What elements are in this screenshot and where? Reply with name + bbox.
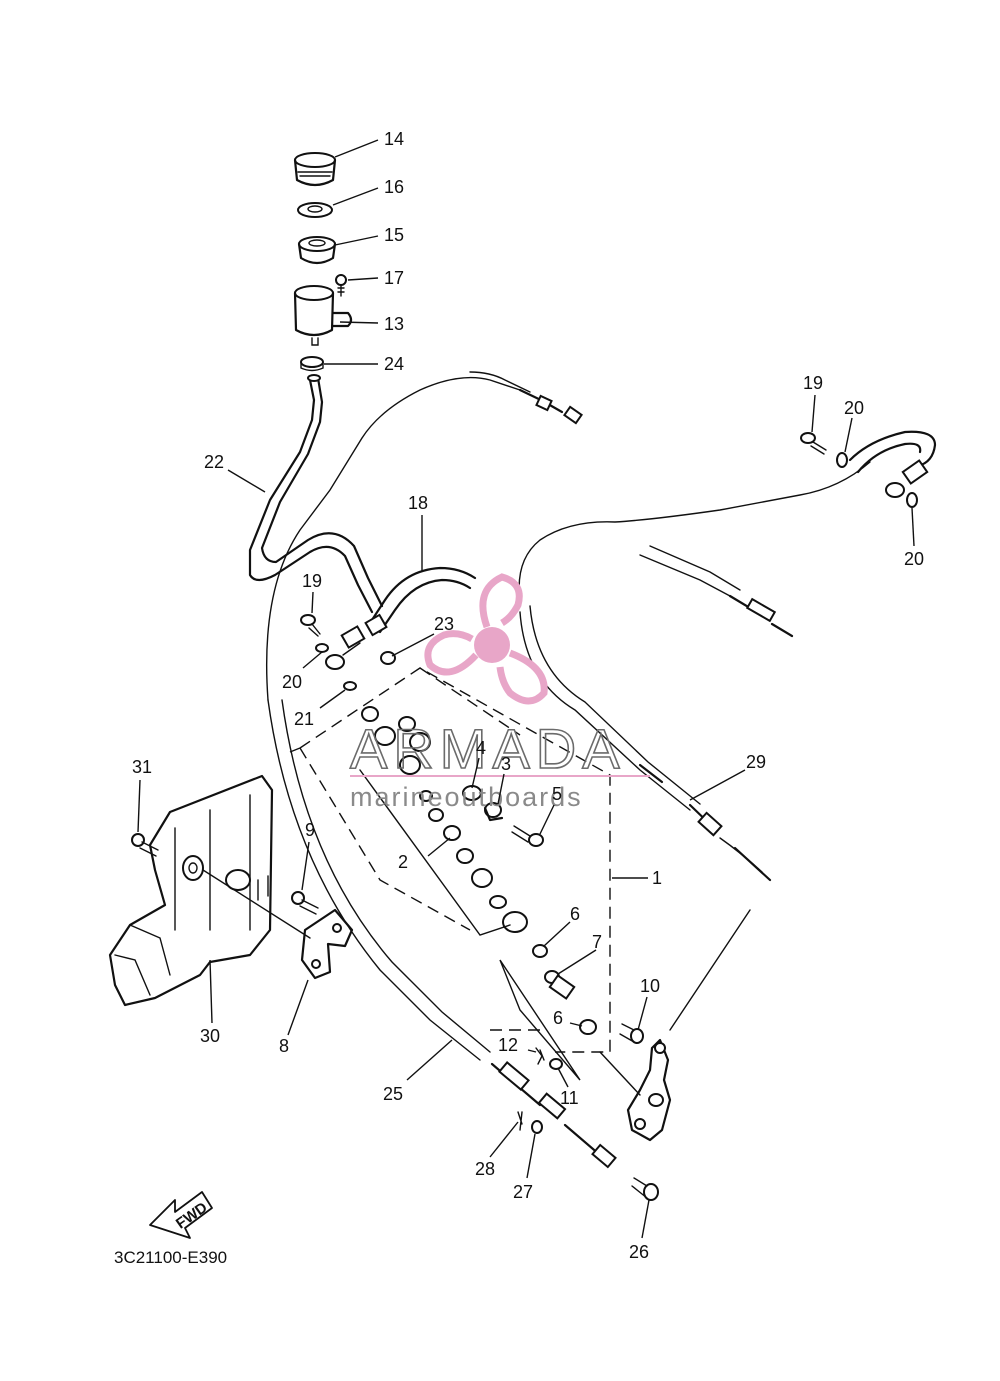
union-bolt-19b: [800, 432, 827, 455]
bolt-5: [511, 825, 544, 847]
callout-20a: 20: [282, 672, 302, 692]
clevis-pin-26: [631, 1177, 659, 1201]
callout-20c: 20: [904, 549, 924, 569]
cable-top: [265, 376, 521, 701]
copper-washer-20c: [906, 492, 918, 508]
callout-30: 30: [200, 1026, 220, 1046]
callout-6b: 6: [553, 1008, 563, 1028]
brake-lever-arm: [626, 1038, 672, 1142]
callout-15: 15: [384, 225, 404, 245]
reservoir-diaphragm: [297, 236, 337, 265]
piston-kit: [359, 706, 528, 936]
callout-26: 26: [629, 1242, 649, 1262]
reservoir-screw: [335, 274, 347, 297]
propeller-logo-icon: [424, 573, 548, 705]
callout-19b: 19: [803, 373, 823, 393]
cotter-pin-28: [517, 1111, 523, 1131]
callout-13: 13: [384, 314, 404, 334]
callout-10: 10: [640, 976, 660, 996]
plate-8: [300, 908, 354, 980]
reservoir-diaphragm-plate: [297, 202, 333, 218]
reservoir-tank: [293, 285, 353, 346]
nut-6a: [532, 944, 548, 958]
callout-18: 18: [408, 493, 428, 513]
callout-4: 4: [476, 738, 486, 758]
bolt-31: [131, 833, 159, 857]
piston-3: [483, 802, 504, 822]
watermark-subtitle: marineoutboards: [350, 782, 583, 812]
hose-clamp: [300, 356, 324, 372]
washer-27: [531, 1120, 543, 1134]
nut-6b: [579, 1019, 597, 1035]
washer-11: [549, 1058, 563, 1070]
callout-7: 7: [592, 932, 602, 952]
fwd-arrow-icon: FWD: [149, 1191, 213, 1239]
cable-25: [267, 699, 481, 1061]
copper-washer-20a: [315, 643, 329, 653]
callout-2: 2: [398, 852, 408, 872]
cotter-pin-12: [535, 1047, 545, 1065]
pin-10: [619, 1023, 644, 1044]
diagram-code: 3C21100-E390: [114, 1248, 227, 1267]
reservoir-cap: [293, 152, 337, 187]
master-cylinder-hose-fitting: [380, 651, 396, 665]
callout-29: 29: [746, 752, 766, 772]
guard-bracket-30: [108, 774, 311, 1007]
cable-29: [518, 461, 871, 601]
callout-23: 23: [434, 614, 454, 634]
reservoir-hose: [248, 378, 374, 614]
callout-5: 5: [552, 784, 562, 804]
callout-27: 27: [513, 1182, 533, 1202]
callout-9: 9: [305, 820, 315, 840]
brake-hose-right: [848, 430, 937, 468]
brake-hose-upper: [325, 566, 477, 670]
callout-24: 24: [384, 354, 404, 374]
callout-8: 8: [279, 1036, 289, 1056]
callout-31: 31: [132, 757, 152, 777]
callout-6a: 6: [570, 904, 580, 924]
callout-20b: 20: [844, 398, 864, 418]
callout-21: 21: [294, 709, 314, 729]
clevis-7: [544, 970, 576, 1000]
union-bolt-19a: [300, 614, 321, 637]
callout-12: 12: [498, 1035, 518, 1055]
callout-28: 28: [475, 1159, 495, 1179]
callout-3: 3: [501, 754, 511, 774]
callout-16: 16: [384, 177, 404, 197]
circlip-21: [343, 681, 357, 691]
callout-19a: 19: [302, 571, 322, 591]
callout-labels: 14 16 15 17 13 24 22 18 19 20 21 23 4 3 …: [132, 129, 924, 1262]
callout-17: 17: [384, 268, 404, 288]
callout-22: 22: [204, 452, 224, 472]
callout-25: 25: [383, 1084, 403, 1104]
cable-25-end: [490, 1060, 617, 1169]
callout-11: 11: [560, 1088, 579, 1108]
callout-1: 1: [652, 868, 662, 888]
bolt-9: [291, 891, 319, 915]
callout-leaders: [137, 139, 915, 1239]
callout-14: 14: [384, 129, 404, 149]
watermark-brand: ARMADA: [350, 717, 626, 780]
copper-washer-20b: [836, 452, 848, 468]
